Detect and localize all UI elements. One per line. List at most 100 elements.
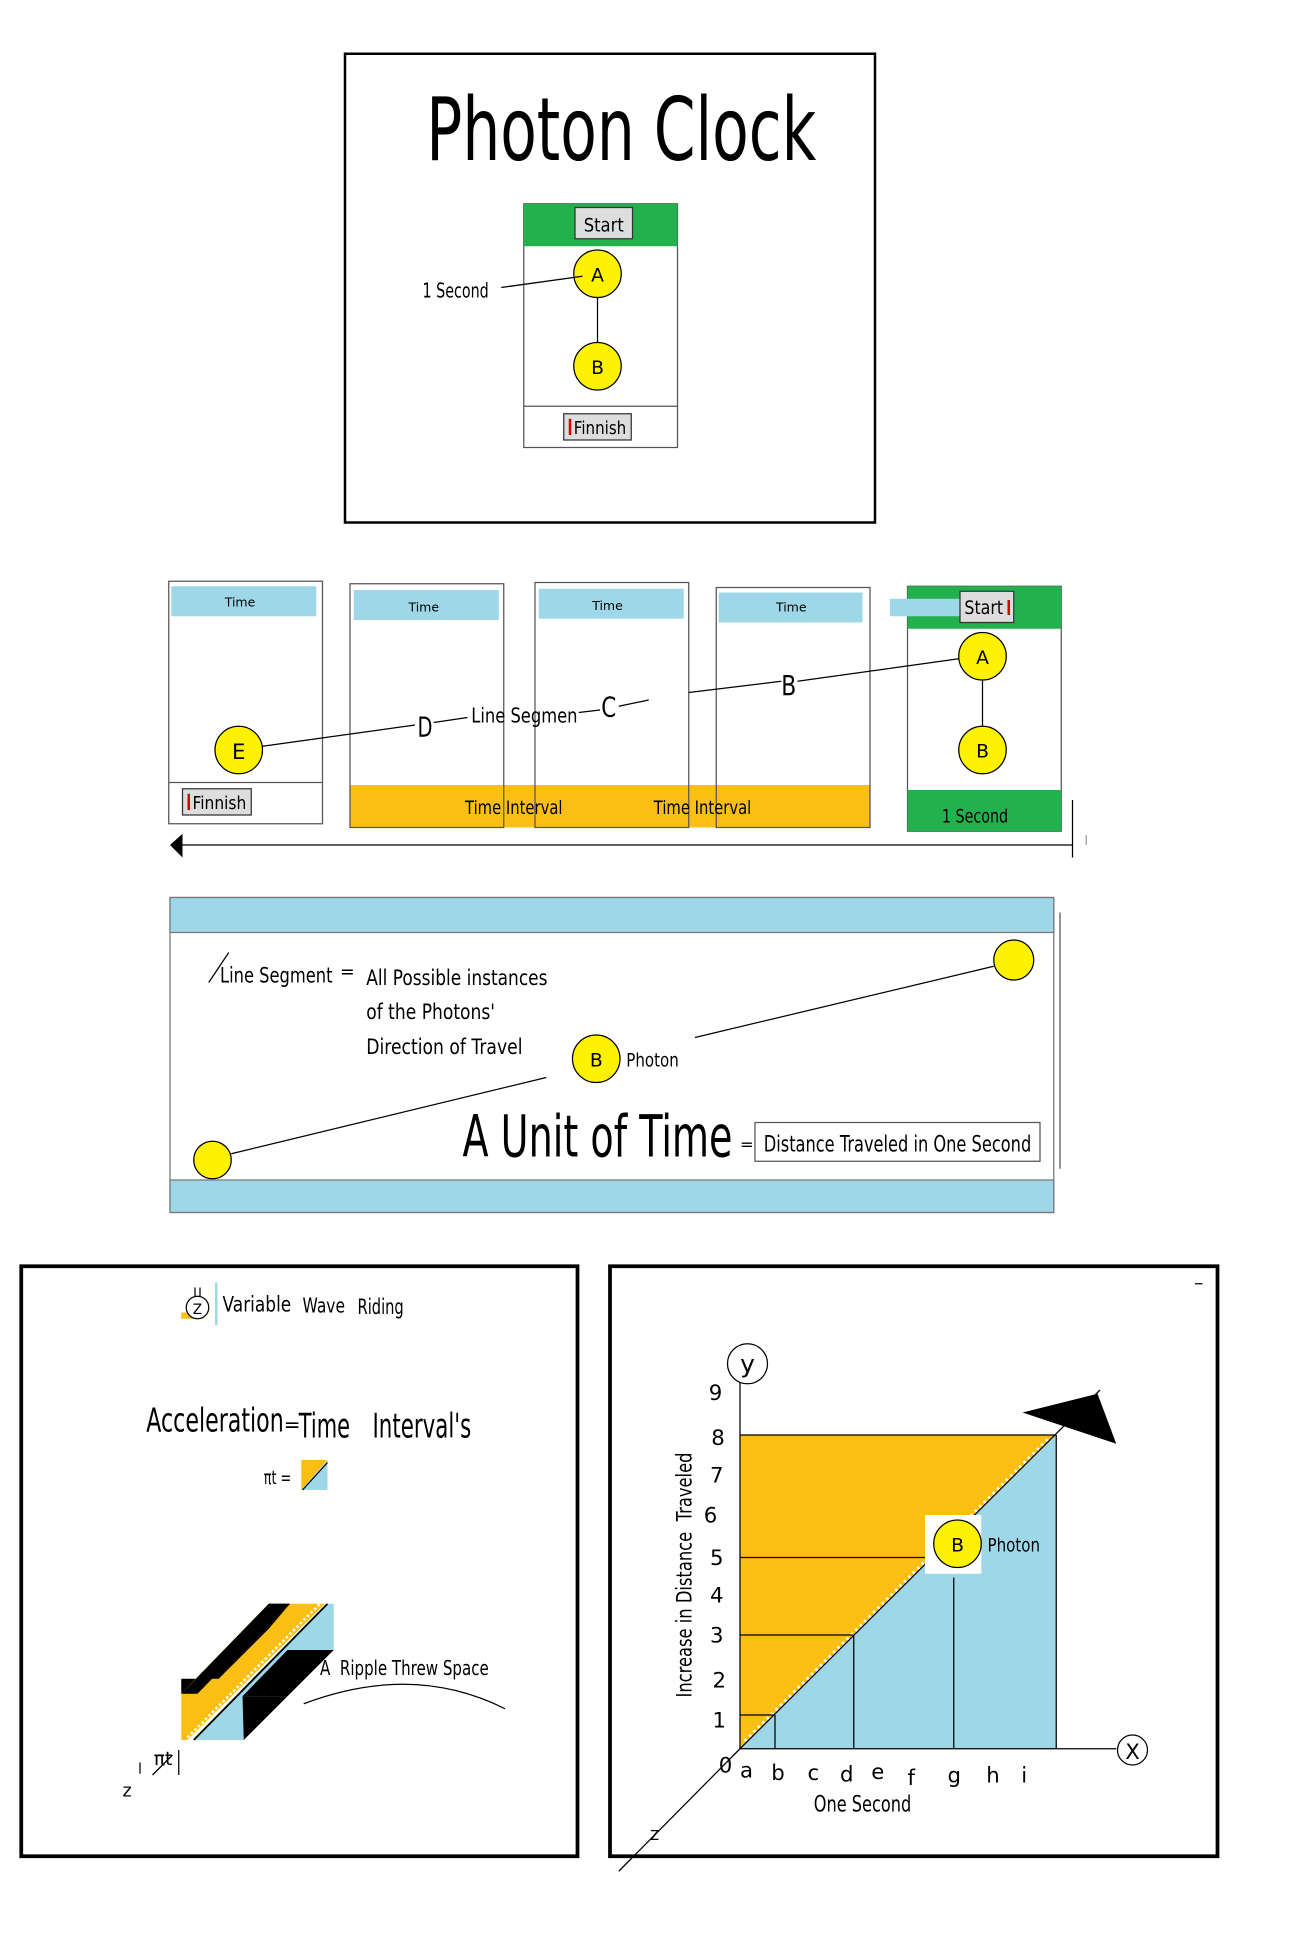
photon-circle-b: B xyxy=(573,341,622,391)
svg-text:Z: Z xyxy=(193,1302,202,1318)
svg-text:Finnish[interactable]: Finnish xyxy=(574,419,627,439)
ripple-wave xyxy=(303,1683,506,1710)
clock-frame-4: Time xyxy=(715,586,871,829)
one-second-label: 1 Second xyxy=(942,807,1008,828)
svg-text:B: B xyxy=(591,358,604,379)
photon-start-circle xyxy=(193,1140,232,1180)
clock-sequence: Time Finnish Time Time Time Time Interva… xyxy=(168,580,1087,858)
point-d-label: D xyxy=(418,711,433,743)
equals-sign: = xyxy=(740,1135,754,1154)
unit-of-time-heading: A Unit of Time xyxy=(463,1103,733,1170)
direction-arrowhead xyxy=(1022,1393,1117,1444)
x-tick: b xyxy=(771,1761,785,1786)
svg-text:Start[interactable]: Start xyxy=(964,598,1003,619)
y-tick: 5 xyxy=(710,1546,724,1571)
x-axis-label: One Second xyxy=(814,1791,912,1817)
y-tick: 3 xyxy=(710,1624,724,1649)
y-tick: 6 xyxy=(704,1504,718,1529)
photon-circle-a: A xyxy=(573,249,622,299)
point-b-label: B xyxy=(781,670,796,702)
ripple-staircase xyxy=(181,1601,334,1741)
y-tick: 8 xyxy=(711,1426,725,1451)
line-segment-label: Line Segment xyxy=(220,964,333,989)
time-word: Time xyxy=(298,1407,350,1446)
definition-line: Direction of Travel xyxy=(366,1035,522,1060)
svg-text:Distance Traveled in One Secon: Distance Traveled in One Second xyxy=(764,1131,1032,1157)
svg-text:B: B xyxy=(976,742,989,763)
photon-path xyxy=(262,658,959,747)
photon-diagonal xyxy=(739,1389,1101,1750)
x-tick: f xyxy=(908,1766,916,1791)
svg-text:Time: Time xyxy=(224,594,256,609)
x-tick: d xyxy=(840,1762,854,1787)
x-tick: e xyxy=(871,1760,884,1785)
acceleration-label: Acceleration xyxy=(146,1401,284,1439)
wave-riding-panel: Z Variable Wave Riding Acceleration = Ti… xyxy=(19,1264,580,1859)
unit-of-time-panel: Line Segment = All Possible instances of… xyxy=(169,896,1061,1214)
svg-text:A: A xyxy=(976,648,989,669)
line-segment-label: Line Segmen xyxy=(471,704,577,728)
svg-text:Start[interactable]: Start xyxy=(584,215,624,236)
start-button[interactable]: Start xyxy=(959,590,1015,624)
photon-circle-b: B xyxy=(958,725,1007,775)
page-title: Photon Clock xyxy=(426,79,816,181)
photon-circle-a: A xyxy=(958,631,1007,681)
svg-text:A: A xyxy=(591,265,604,286)
z-label: z xyxy=(650,1825,659,1845)
one-second-label: 1 Second xyxy=(423,279,489,303)
x-tick: c xyxy=(808,1761,820,1786)
svg-text:X: X xyxy=(1125,1740,1140,1765)
ripple-label: A Ripple Threw Space xyxy=(320,1656,489,1680)
svg-text:B: B xyxy=(951,1535,964,1556)
distance-definition-box: Distance Traveled in One Second xyxy=(754,1121,1041,1162)
z-axis xyxy=(618,1748,741,1872)
photon-clock-panel: Photon Clock Start Finnish A B xyxy=(343,52,877,524)
svg-text:y: y xyxy=(740,1350,755,1379)
definition-line: All Possible instances xyxy=(366,966,547,991)
z-label: z xyxy=(123,1781,132,1801)
start-button[interactable]: Start xyxy=(574,206,634,240)
wave-title-word: Riding xyxy=(358,1295,404,1320)
svg-text:Time: Time xyxy=(407,599,439,614)
x-tick: g xyxy=(948,1764,962,1789)
svg-text:Time: Time xyxy=(591,598,623,613)
wave-title-word: Wave xyxy=(303,1294,346,1318)
y-tick-labels: 0 1 2 3 4 5 6 7 8 9 xyxy=(704,1381,733,1779)
clock-frame-1: Time Finnish xyxy=(168,580,324,825)
distance-graph-panel: B Photon y X 0 1 2 3 4 5 6 7 8 9 a b c d xyxy=(608,1264,1220,1872)
svg-text:E: E xyxy=(232,740,245,765)
photon-label: Photon xyxy=(988,1535,1041,1556)
clock-z-icon: Z xyxy=(181,1282,218,1325)
x-tick: a xyxy=(740,1759,753,1784)
y-axis-marker: y xyxy=(726,1343,769,1385)
photon-end-circle xyxy=(993,939,1035,981)
definition-line: of the Photons' xyxy=(366,1000,495,1025)
y-tick: 0 xyxy=(719,1754,733,1779)
photon-circle-e: E xyxy=(214,725,264,775)
time-interval-swatch xyxy=(301,1460,328,1491)
x-tick: i xyxy=(1021,1764,1027,1789)
finish-button[interactable]: Finnish xyxy=(563,413,632,441)
clock-device: Start Finnish A B xyxy=(523,203,679,449)
y-tick: 2 xyxy=(713,1669,727,1694)
svg-text:Finnish[interactable]: Finnish xyxy=(193,794,247,814)
pi-t-label: πt = xyxy=(264,1468,292,1489)
x-tick-labels: a b c d e f g h i xyxy=(740,1759,1027,1792)
clock-frame-5: Start A B 1 Second xyxy=(890,585,1062,832)
finish-button[interactable]: Finnish xyxy=(181,788,252,816)
time-interval-label: Time Interval xyxy=(464,798,562,819)
y-tick: 9 xyxy=(709,1381,723,1406)
svg-text:Time: Time xyxy=(775,599,807,614)
timeline-arrow xyxy=(170,800,1087,858)
svg-text:B: B xyxy=(590,1050,603,1071)
photon-circle-b: B xyxy=(571,1034,621,1084)
y-axis-label: Increase in Distance Traveled xyxy=(672,1453,697,1698)
wave-title-word: Variable xyxy=(223,1292,292,1317)
y-tick: 4 xyxy=(710,1584,724,1609)
intervals-word: Interval's xyxy=(373,1407,472,1446)
equals-sign: = xyxy=(284,1412,301,1436)
photon-circle-b: B xyxy=(933,1519,982,1569)
clock-frame-2: Time xyxy=(349,583,505,829)
equals-sign: = xyxy=(340,963,355,983)
